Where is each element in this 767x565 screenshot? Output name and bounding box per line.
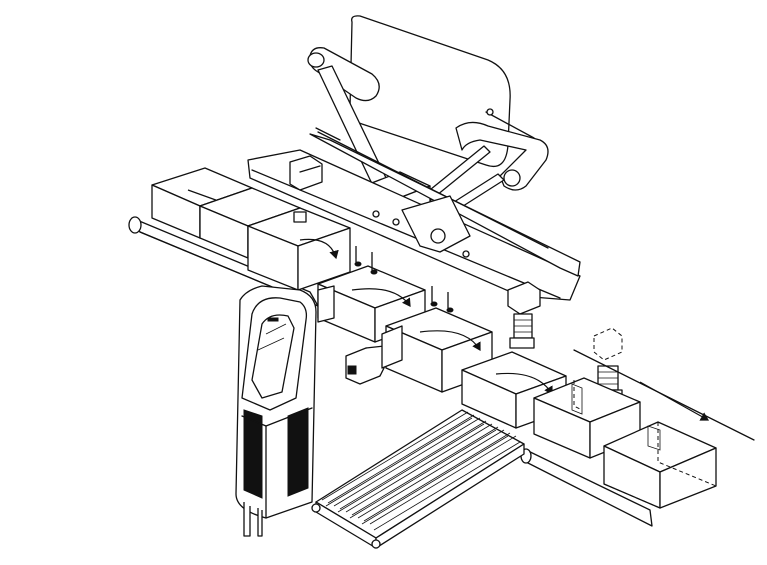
vacuum-gripper bbox=[289, 155, 541, 349]
infeed-box-3 bbox=[247, 207, 351, 291]
outfeed-box-2 bbox=[603, 421, 717, 509]
control-cabinet bbox=[235, 285, 317, 537]
outfeed-box-1 bbox=[533, 377, 641, 459]
sensor-box bbox=[317, 285, 403, 385]
gantry-rail bbox=[247, 127, 581, 301]
roller-conveyor bbox=[311, 409, 525, 549]
cabinet-vents bbox=[243, 407, 309, 499]
